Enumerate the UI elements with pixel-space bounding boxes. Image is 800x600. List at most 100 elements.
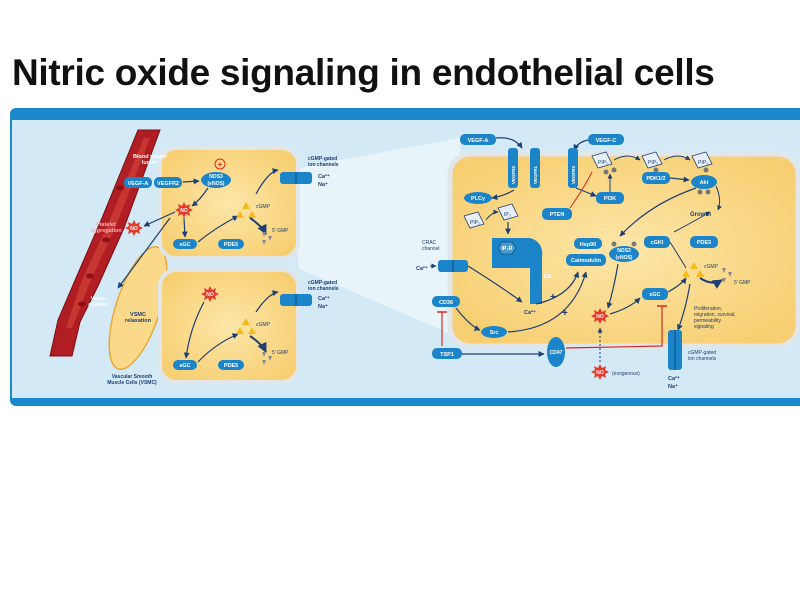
nos3-node — [201, 172, 231, 188]
arrow-cgmp-gmp-bottom — [249, 335, 267, 353]
arrow-pdk-akt — [669, 176, 690, 183]
ca-inside-label: Ca²⁺ — [524, 309, 536, 316]
pde5-label-top: PDE5 — [224, 242, 238, 248]
cgmp-triangle-icon — [682, 270, 690, 277]
no-vessel-label: NO — [130, 226, 138, 232]
vegfr1-receptor-label: VEGFR1 — [533, 165, 538, 184]
ip3-label: IP₃ — [504, 212, 511, 218]
arrow-no-vessel — [143, 211, 176, 227]
cgki-label: cGKI — [651, 240, 664, 246]
cgmp-triangle-icon — [242, 318, 250, 325]
no-label: NO — [180, 208, 188, 214]
pde5-node-top — [218, 239, 244, 249]
phosphate-icon — [631, 241, 637, 247]
channel-label-bottom-1: cGMP-gated — [308, 280, 337, 286]
arrow-no-sgc — [181, 217, 188, 238]
vegfr3-receptor — [568, 148, 578, 188]
no-star-vessel-icon — [125, 220, 143, 236]
cgmp-label-top: cGMP — [256, 204, 271, 210]
cgmp-label-bottom: cGMP — [256, 322, 271, 328]
plus-sign-2: + — [562, 308, 568, 319]
vegfr2-receptor-label: VEGFR2 — [511, 165, 516, 184]
prolif-line-1: Proliferation, — [694, 306, 722, 312]
plus-sign-1: + — [550, 292, 556, 303]
vegfr3-receptor-label: VEGFR3 — [571, 165, 576, 184]
cgmp-triangle-icon — [248, 327, 256, 334]
channel-right-label-1: cGMP-gated — [688, 350, 716, 356]
pten-node — [542, 208, 572, 220]
arrow-ca-calmodulin — [535, 271, 580, 305]
arrow-nos3-no — [191, 187, 209, 207]
red-blood-cell — [78, 301, 86, 307]
vegfr2-receptor — [508, 148, 518, 188]
cd47-label: CD47 — [550, 350, 563, 356]
arrow-no-vsmc — [117, 217, 171, 289]
phosphate-icon — [611, 167, 617, 173]
cgmp-triangle-icon — [236, 327, 244, 334]
plus-sign: + — [218, 160, 223, 169]
tsp1-label: TSP1 — [440, 352, 454, 358]
cd36-label: CD36 — [439, 300, 453, 306]
arrow-vegfr2-nos3 — [182, 178, 200, 185]
pip3-membrane-icon — [641, 151, 663, 169]
phosphate-icon — [705, 189, 711, 195]
no-star-center-icon — [591, 308, 609, 324]
ca-label-top: Ca²⁺ — [318, 173, 330, 180]
pde5-node-bottom — [218, 360, 244, 370]
ca-bottom-label: Ca²⁺ — [668, 375, 680, 382]
pip3-membrane-label: PIP₃ — [648, 160, 658, 166]
er-membrane — [492, 238, 543, 304]
na-bottom-label: Na⁺ — [668, 383, 678, 390]
channel-label-top-2: ion channels — [308, 162, 339, 168]
hsp90-node — [574, 238, 602, 249]
arrow-akt-growth — [715, 185, 722, 211]
ca-outside-label: Ca²⁺ — [416, 265, 428, 272]
vegfa-label: VEGF-A — [128, 181, 149, 187]
gmp-triangle-icon — [262, 232, 266, 237]
pdk12-node — [642, 172, 670, 184]
nos3-label-right-1: NOS3 — [617, 248, 631, 254]
pi3k-label: PI3K — [604, 196, 616, 202]
vasodilation-label: Vaso-dilation — [88, 296, 108, 308]
vegfc-label: VEGF-C — [596, 138, 617, 144]
no-star-exogenous-icon — [591, 364, 609, 380]
akt-label: Akt — [700, 180, 709, 186]
arrow-cgmp-channel — [255, 168, 279, 195]
akt-node — [691, 175, 717, 189]
ip3r-label: IP₃R — [502, 246, 513, 252]
arrow-sgc-cgmp — [197, 215, 239, 243]
no-center-label: NO — [596, 314, 604, 320]
no-label-bottom: NO — [206, 292, 214, 298]
tsp1-node — [432, 348, 462, 359]
plcg-label: PLCγ — [471, 196, 486, 202]
arrow-cgki-growth — [673, 211, 711, 233]
growth-label: Growth — [690, 212, 711, 218]
gmp-triangle-icon — [262, 360, 266, 365]
cd47-node — [547, 337, 565, 367]
arrow-cd36-src — [455, 307, 481, 331]
red-blood-cell — [116, 185, 124, 191]
pde5-label-right: PDE5 — [697, 240, 711, 246]
phosphate-icon — [653, 167, 659, 173]
crac-label-2: channel — [422, 246, 440, 252]
cgmp-triangle-icon — [690, 262, 698, 269]
arrow-no-sgc-bottom — [183, 301, 205, 359]
hsp90-label: Hsp90 — [580, 242, 597, 248]
sgc-node-top — [173, 239, 197, 249]
arrow-pip2-ip3 — [485, 209, 499, 221]
gmp5-label-bottom: 5' GMP — [272, 350, 289, 356]
gmp-triangle-icon — [268, 356, 272, 361]
inhibit-pten — [569, 171, 593, 209]
channel-right-label-2: ion channels — [688, 356, 717, 362]
gmp5-label-right: 5' GMP — [734, 280, 751, 286]
src-label: Src — [490, 330, 499, 336]
gmp5-label-top: 5' GMP — [272, 228, 289, 234]
pip2-icon — [463, 211, 485, 229]
inhibit-cd47-sgc — [565, 306, 663, 349]
ca-label-bottom: Ca²⁺ — [318, 295, 330, 302]
vegfa-node-right — [460, 134, 496, 145]
